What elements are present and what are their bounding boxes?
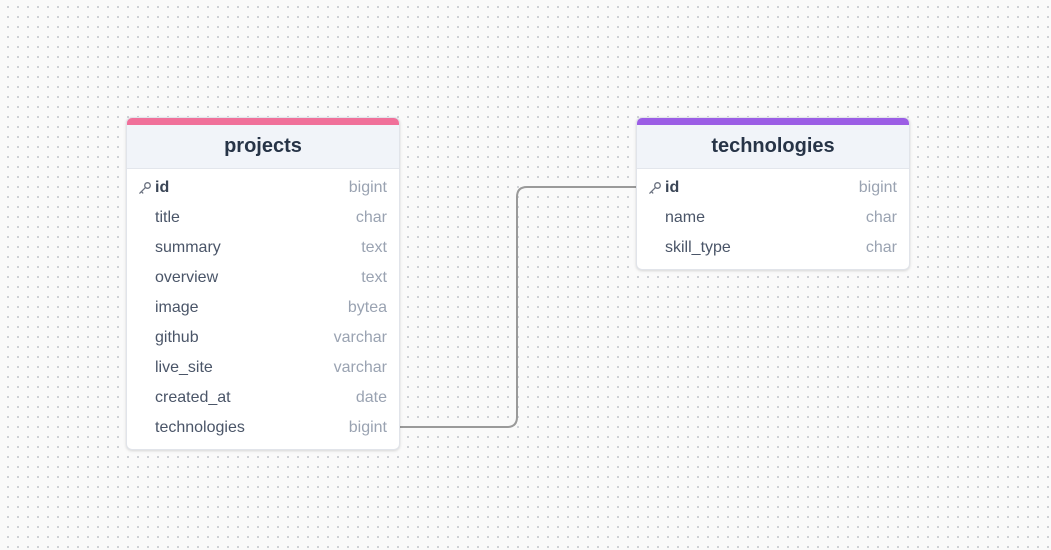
column-row-skill-type[interactable]: skill_type char [637,233,909,263]
column-name: technologies [155,419,245,436]
table-title: technologies [711,135,835,157]
column-name: title [155,209,180,226]
column-list: id bigint title char summary text overvi… [127,169,399,449]
table-accent-bar [127,118,399,125]
column-list: id bigint name char skill_type char [637,169,909,269]
column-type: varchar [333,329,387,346]
column-row-name[interactable]: name char [637,203,909,233]
column-row-summary[interactable]: summary text [127,233,399,263]
column-name: image [155,299,199,316]
table-technologies[interactable]: technologies id bigint name char skill_t… [636,117,910,270]
column-name: id [665,179,680,196]
table-accent-bar [637,118,909,125]
column-row-id[interactable]: id bigint [127,173,399,203]
column-type: char [355,209,387,226]
column-type: char [865,209,897,226]
column-name: name [665,209,706,226]
column-row-created-at[interactable]: created_at date [127,383,399,413]
column-row-overview[interactable]: overview text [127,263,399,293]
column-name: summary [155,239,221,256]
column-row-image[interactable]: image bytea [127,293,399,323]
key-icon [649,182,661,194]
column-type: bigint [348,179,387,196]
column-row-live-site[interactable]: live_site varchar [127,353,399,383]
column-name: overview [155,269,219,286]
column-row-title[interactable]: title char [127,203,399,233]
column-type: date [355,389,387,406]
table-projects[interactable]: projects id bigint title char summary te… [126,117,400,450]
table-title: projects [224,135,302,157]
column-type: varchar [333,359,387,376]
column-name: skill_type [665,239,731,256]
column-name: id [155,179,170,196]
column-type: bytea [347,299,387,316]
column-type: text [361,239,387,256]
relationship-line-projects-technologies [398,186,636,428]
table-header[interactable]: technologies [637,125,909,169]
column-type: bigint [858,179,897,196]
key-icon [139,182,151,194]
column-name: created_at [155,389,231,406]
column-name: live_site [155,359,213,376]
table-header[interactable]: projects [127,125,399,169]
column-row-github[interactable]: github varchar [127,323,399,353]
column-name: github [155,329,199,346]
column-row-id[interactable]: id bigint [637,173,909,203]
column-type: bigint [348,419,387,436]
column-type: text [361,269,387,286]
column-type: char [865,239,897,256]
column-row-technologies[interactable]: technologies bigint [127,413,399,443]
